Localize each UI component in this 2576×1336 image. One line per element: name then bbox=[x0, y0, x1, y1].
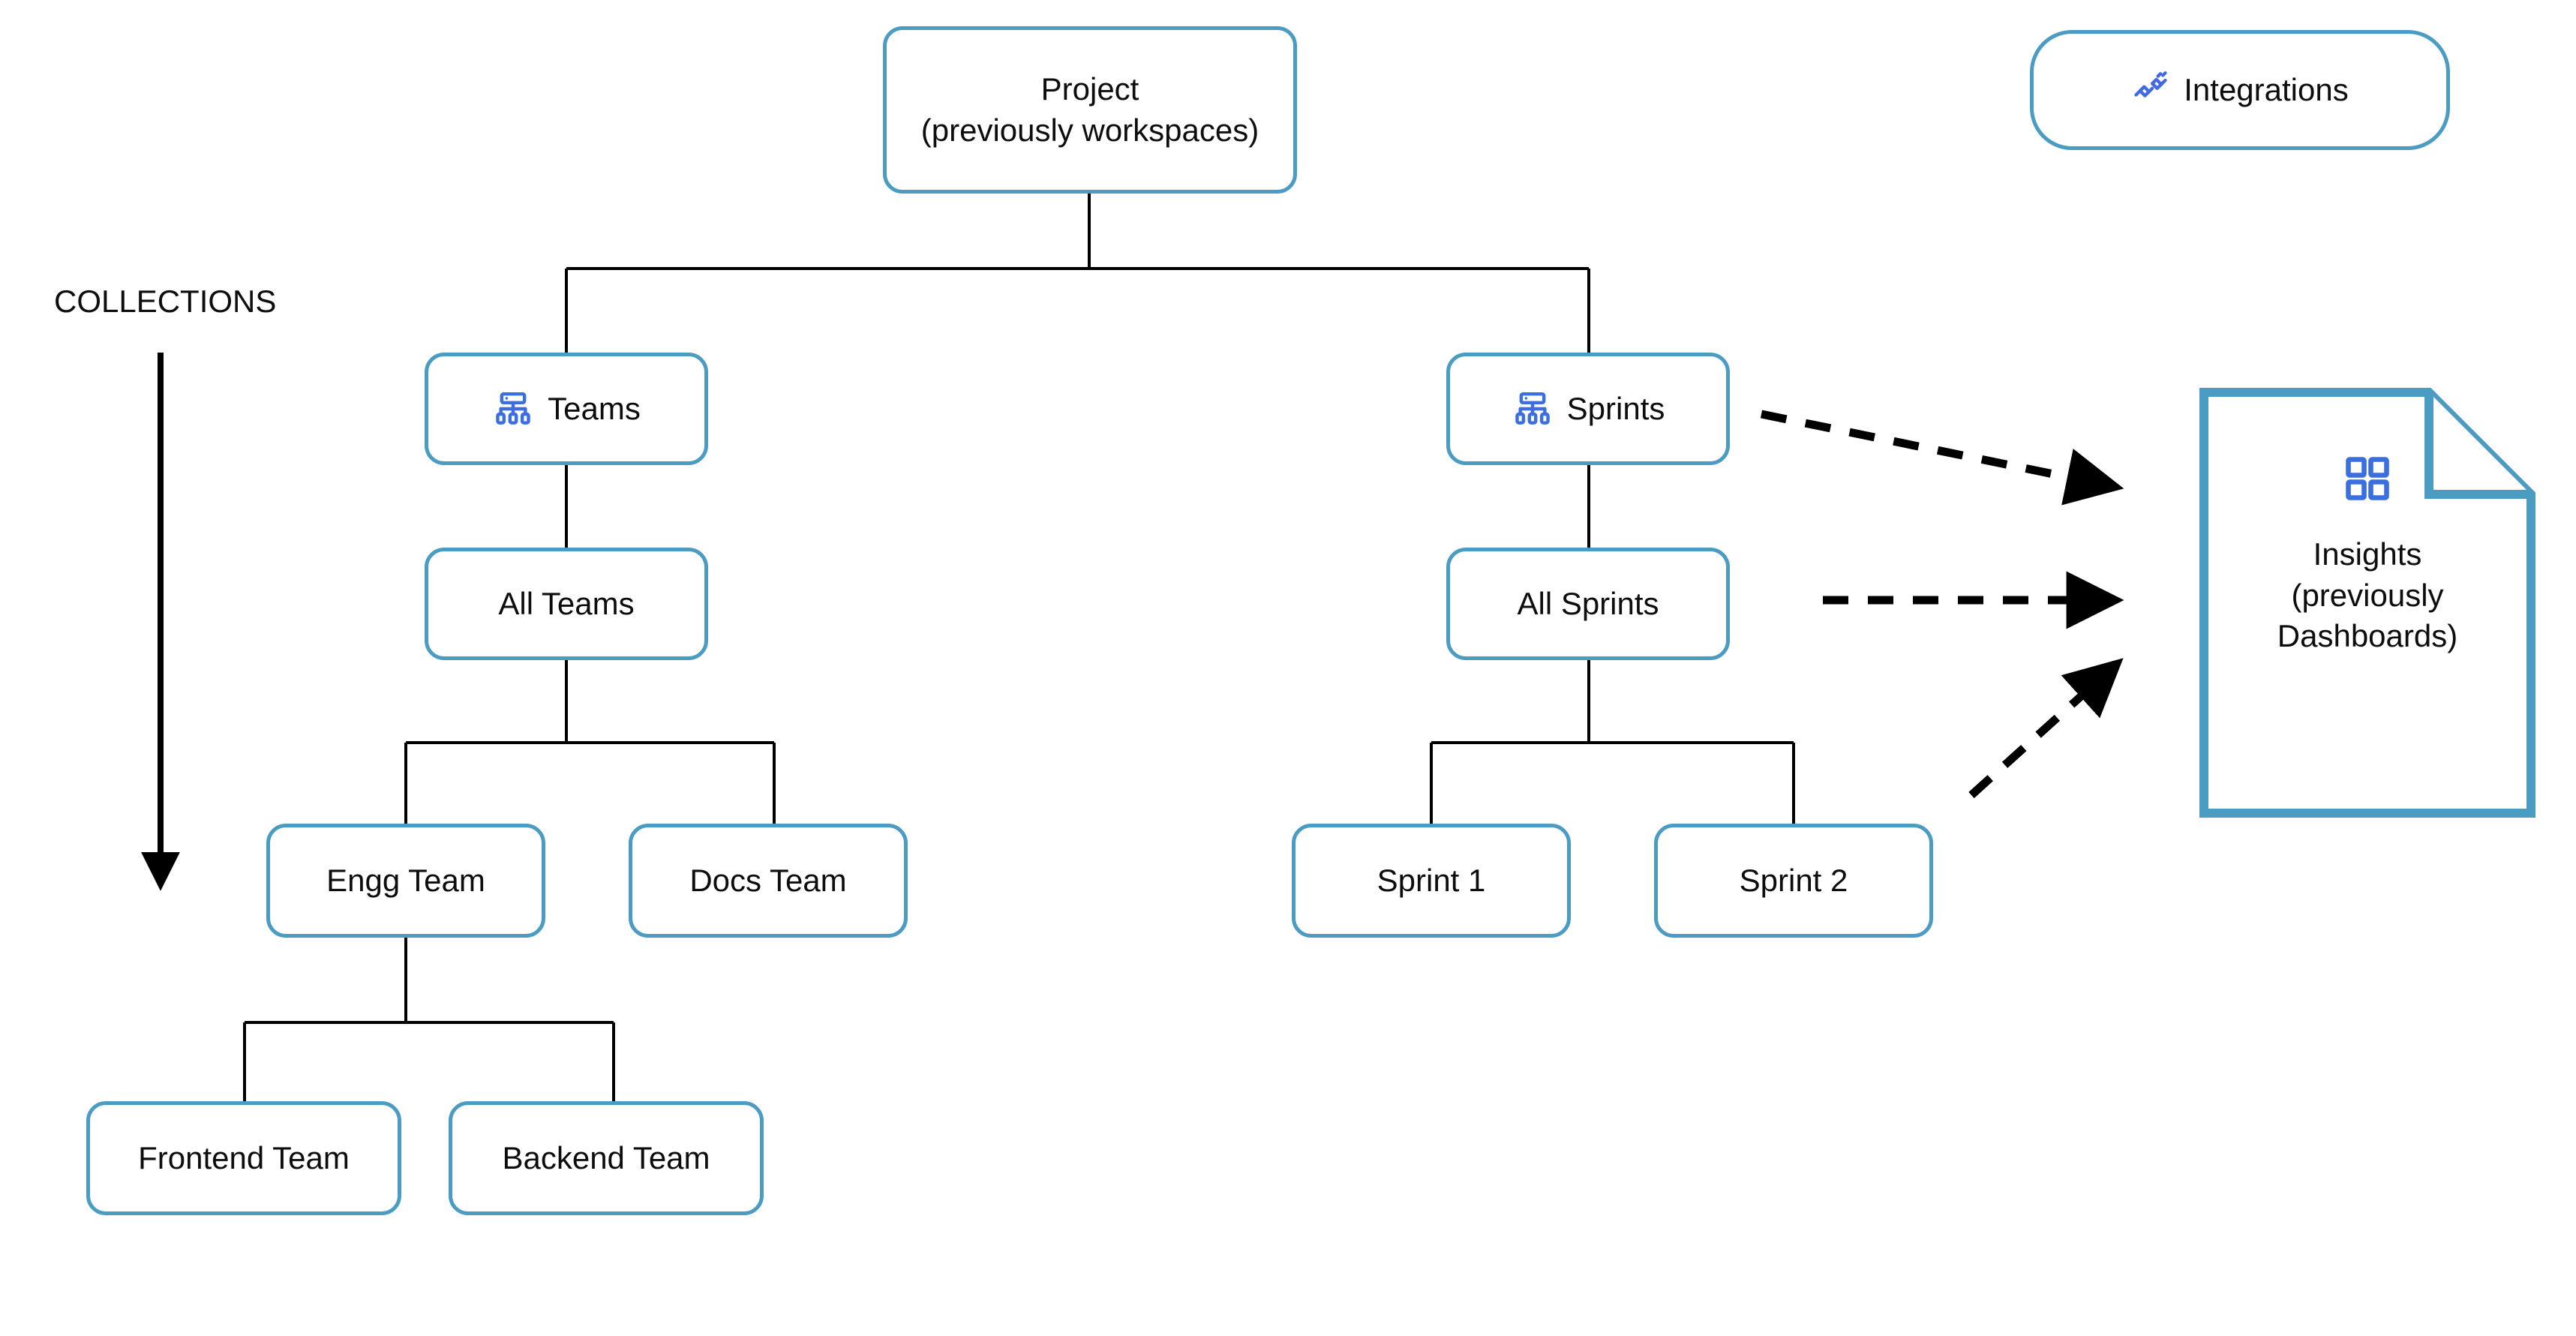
node-docs-team-label: Docs Team bbox=[689, 862, 847, 898]
node-sprint-1[interactable]: Sprint 1 bbox=[1292, 824, 1571, 938]
insights-document-shape bbox=[2199, 388, 2535, 818]
node-teams[interactable]: Teams bbox=[425, 353, 708, 465]
node-integrations[interactable]: Integrations bbox=[2030, 30, 2450, 150]
node-frontend-team-label: Frontend Team bbox=[138, 1139, 350, 1175]
node-sprints-label: Sprints bbox=[1566, 390, 1665, 426]
node-all-teams-label: All Teams bbox=[498, 585, 635, 621]
node-sprint-2[interactable]: Sprint 2 bbox=[1654, 824, 1933, 938]
node-insights[interactable]: Insights (previously Dashboards) bbox=[2199, 388, 2535, 818]
node-engg-team-label: Engg Team bbox=[326, 862, 485, 898]
plug-connector-icon bbox=[2131, 71, 2170, 110]
node-engg-team[interactable]: Engg Team bbox=[266, 824, 545, 938]
node-frontend-team[interactable]: Frontend Team bbox=[86, 1101, 401, 1215]
hierarchy-icon bbox=[492, 388, 534, 430]
node-backend-team-label: Backend Team bbox=[502, 1139, 710, 1175]
grid-dashboard-icon bbox=[2340, 452, 2394, 506]
node-docs-team[interactable]: Docs Team bbox=[629, 824, 908, 938]
node-integrations-label: Integrations bbox=[2184, 71, 2349, 107]
node-all-sprints[interactable]: All Sprints bbox=[1446, 548, 1730, 660]
node-insights-label: Insights (previously Dashboards) bbox=[2277, 536, 2458, 654]
node-project[interactable]: Project (previously workspaces) bbox=[883, 26, 1297, 194]
node-sprint-2-label: Sprint 2 bbox=[1739, 862, 1848, 898]
node-backend-team[interactable]: Backend Team bbox=[449, 1101, 764, 1215]
hierarchy-icon bbox=[1512, 388, 1554, 430]
collections-label: COLLECTIONS bbox=[54, 284, 277, 319]
node-teams-label: Teams bbox=[548, 390, 641, 426]
edge-sprint2-to-insights bbox=[1968, 658, 2124, 799]
node-project-label: Project (previously workspaces) bbox=[920, 71, 1259, 148]
edge-sprints-to-insights bbox=[1760, 410, 2124, 506]
node-sprints[interactable]: Sprints bbox=[1446, 353, 1730, 465]
node-sprint-1-label: Sprint 1 bbox=[1377, 862, 1486, 898]
node-all-sprints-label: All Sprints bbox=[1517, 585, 1659, 621]
node-all-teams[interactable]: All Teams bbox=[425, 548, 708, 660]
